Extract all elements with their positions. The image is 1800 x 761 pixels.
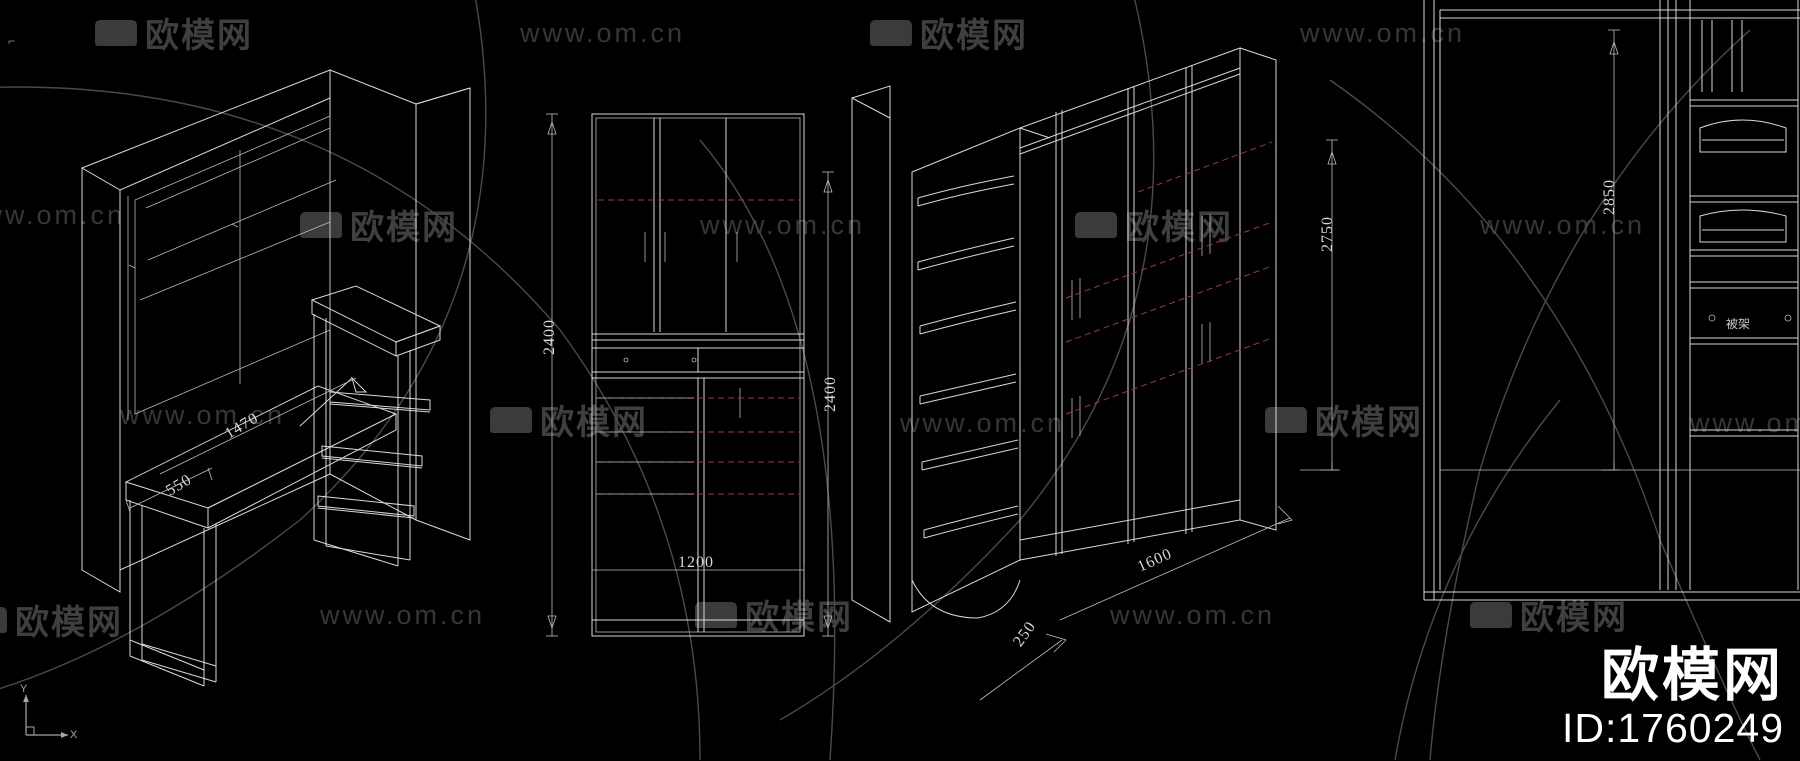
sofa-icon [0, 605, 7, 635]
dimension-label: 2400 [822, 376, 839, 412]
watermark-url: www.om.cn [700, 210, 866, 240]
watermark-logo-text: 欧模网 [15, 603, 123, 643]
watermark-logo-text: 欧模网 [745, 598, 853, 638]
watermark-logo-text: 欧模网 [920, 16, 1028, 56]
dimension-label: 250 [1010, 618, 1040, 650]
drawing-closet-section [1300, 0, 1800, 601]
watermark-url: www.om.cn [0, 200, 126, 230]
watermark-url: www.om.cn [520, 18, 686, 48]
watermark-url: www.om.cn [900, 408, 1066, 438]
watermark-url: www.om.cn [1110, 600, 1276, 630]
brand-name: 欧模网 [1600, 641, 1784, 709]
watermark-logo-text: 欧模网 [1315, 403, 1423, 443]
ucs-icon: Y X [18, 683, 78, 743]
watermark-logo: 欧模网 [1265, 395, 1423, 444]
watermark-logo-text: 欧模网 [540, 403, 648, 443]
sofa-icon [870, 18, 912, 48]
watermark-url: www.om.cn [1480, 210, 1646, 240]
sofa-icon [695, 600, 737, 630]
brand-id: ID:1760249 [1561, 705, 1784, 751]
drawing-desk-wall-unit [81, 69, 471, 687]
sofa-icon [490, 405, 532, 435]
watermark-url: www.om.cn [120, 400, 286, 430]
dimension-label: 1200 [678, 554, 714, 571]
watermark-logo-text: 欧模网 [1125, 208, 1233, 248]
dimension-label: 2750 [1319, 216, 1336, 252]
sofa-icon [1470, 600, 1512, 630]
watermark-logo-text: 欧模网 [350, 208, 458, 248]
watermark-url: www.om.cn [1690, 408, 1800, 438]
dimension-label: 2850 [1601, 179, 1618, 215]
watermark-logo: 欧模网 [0, 595, 123, 644]
dimension-label: 1600 [1135, 545, 1175, 576]
sofa-icon [1075, 210, 1117, 240]
watermark-logo-text: 欧模网 [145, 16, 253, 56]
ucs-x-label: X [70, 729, 78, 741]
sofa-icon [1265, 405, 1307, 435]
watermark-logo: 欧模网 [695, 590, 853, 639]
watermark-logo: 欧模网 [95, 8, 253, 57]
annotation-label: 被架 [1726, 317, 1751, 331]
sofa-icon [95, 18, 137, 48]
curved-shelves [917, 175, 1019, 539]
watermark-logo: 欧模网 [490, 395, 648, 444]
dimension-label: 550 [163, 471, 195, 500]
dimension-label: 2400 [541, 319, 558, 355]
sofa-icon [300, 210, 342, 240]
watermark-logo: 欧模网 [870, 8, 1028, 57]
watermark-logo: 欧模网 [300, 200, 458, 249]
watermark-logo: 欧模网 [1075, 200, 1233, 249]
watermark-url: www.om.cn [320, 600, 486, 630]
ucs-y-label: Y [20, 683, 28, 695]
watermark-logo-text: 欧模网 [1520, 598, 1628, 638]
watermark-logo: 欧模网 [1470, 590, 1628, 639]
watermark-url: www.om.cn [1300, 18, 1466, 48]
origin-mark: ⌐ [8, 34, 16, 48]
brand-stamp: 欧模网 ID:1760249 [1562, 645, 1784, 751]
background-arcs [0, 0, 1761, 761]
